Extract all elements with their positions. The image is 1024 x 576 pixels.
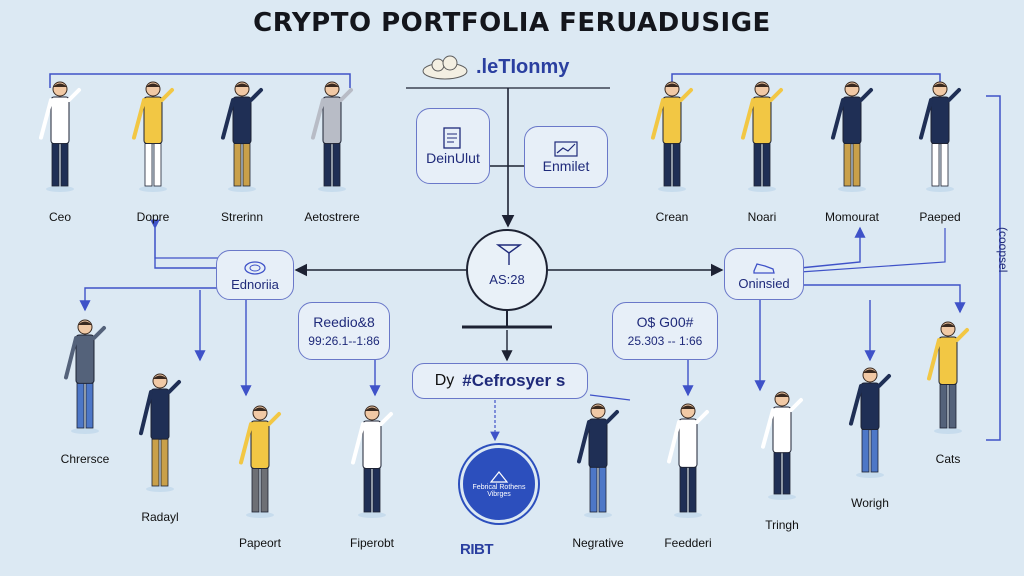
person-icon (64, 319, 106, 434)
hub-label: AS:28 (489, 271, 525, 287)
bubble-enmilet-label: Enmilet (542, 158, 590, 174)
person-figure (848, 366, 892, 478)
person-icon (39, 81, 81, 192)
person-figure (650, 80, 694, 192)
person-icon (667, 403, 709, 518)
bubble-reedio: Reedio&8 99:26.1--1:86 (298, 302, 390, 360)
person-icon (919, 81, 961, 192)
bubble-os-label: O$ G00# (636, 314, 694, 330)
bubble-deinulut-label: DeinUlut (426, 150, 480, 166)
tagline-banner: Dy #Cefrosyer s (412, 363, 588, 399)
person-icon (927, 321, 969, 434)
bubble-os: O$ G00# 25.303 -- 1:66 (612, 302, 718, 360)
subtitle-text: .leTIonmy (476, 55, 570, 78)
tagline-prefix: Dy (434, 372, 455, 389)
bubble-os-value: 25.303 -- 1:66 (627, 334, 703, 348)
person-icon (139, 373, 181, 492)
central-hub: AS:28 (466, 229, 548, 311)
coins-icon (244, 260, 266, 275)
person-icon (351, 405, 393, 518)
seal-badge: Febrical Rothens Vibrges (460, 445, 538, 523)
person-label: Momourat (824, 210, 880, 224)
person-label: Fiperobt (349, 536, 395, 550)
person-figure (63, 318, 107, 434)
seal-icon (489, 471, 509, 483)
bubble-reedio-value: 99:26.1--1:86 (308, 334, 380, 348)
person-icon (132, 81, 174, 192)
footer-logo: RIBT (460, 541, 494, 558)
subtitle-banner: .leTIonmy (420, 52, 620, 82)
cloud-icon (422, 55, 468, 80)
person-figure (926, 320, 970, 434)
document-icon (443, 127, 461, 149)
bubble-enmilet: Enmilet (524, 126, 608, 188)
person-icon (761, 391, 803, 500)
person-icon (831, 81, 873, 192)
person-icon (239, 405, 281, 518)
person-label: Paeped (919, 210, 961, 224)
person-figure (350, 404, 394, 518)
person-figure (666, 402, 710, 518)
person-label: Feedderi (664, 536, 712, 550)
person-label: Noari (747, 210, 777, 224)
person-figure (760, 390, 804, 500)
tagline-hashtag: #Cefrosyer s (462, 371, 566, 390)
person-label: Tringh (765, 518, 799, 532)
person-label: Ceo (48, 210, 71, 224)
person-label: Cats (935, 452, 961, 466)
person-figure (310, 80, 354, 192)
person-label: Radayl (141, 510, 179, 524)
chart-icon (554, 141, 578, 157)
person-icon (221, 81, 263, 192)
person-figure (220, 80, 264, 192)
diagram-title: CRYPTO PORTFOLIA FERUADUSIGE (253, 8, 771, 38)
bubble-oninsied: Oninsied (724, 248, 804, 300)
seal-text: Febrical Rothens Vibrges (472, 484, 526, 498)
bubble-ednoriia-label: Ednoriia (231, 276, 279, 292)
shoe-icon (753, 262, 775, 274)
crypto-hub-icon (495, 244, 523, 265)
person-figure (238, 404, 282, 518)
person-icon (651, 81, 693, 192)
person-figure (138, 372, 182, 492)
bubble-ednoriia: Ednoriia (216, 250, 294, 300)
bubble-oninsied-label: Oninsied (738, 275, 790, 291)
person-figure (830, 80, 874, 192)
person-figure (131, 80, 175, 192)
person-label: Aetostrere (304, 210, 360, 224)
person-figure (918, 80, 962, 192)
person-icon (741, 81, 783, 192)
person-label: Chrersce (60, 452, 110, 466)
person-label: Strerinn (220, 210, 264, 224)
person-icon (577, 403, 619, 518)
person-label: Papeort (238, 536, 282, 550)
person-icon (311, 81, 353, 192)
person-label: Negrative (572, 536, 624, 550)
bubble-deinulut: DeinUlut (416, 108, 490, 184)
person-icon (849, 367, 891, 478)
person-figure (740, 80, 784, 192)
bubble-reedio-label: Reedio&8 (313, 314, 375, 330)
person-figure (576, 402, 620, 518)
person-figure (38, 80, 82, 192)
person-label: Worigh (851, 496, 889, 510)
person-label: Crean (655, 210, 689, 224)
vertical-label: (coopsel (996, 227, 1010, 273)
person-label: Dopre (136, 210, 170, 224)
